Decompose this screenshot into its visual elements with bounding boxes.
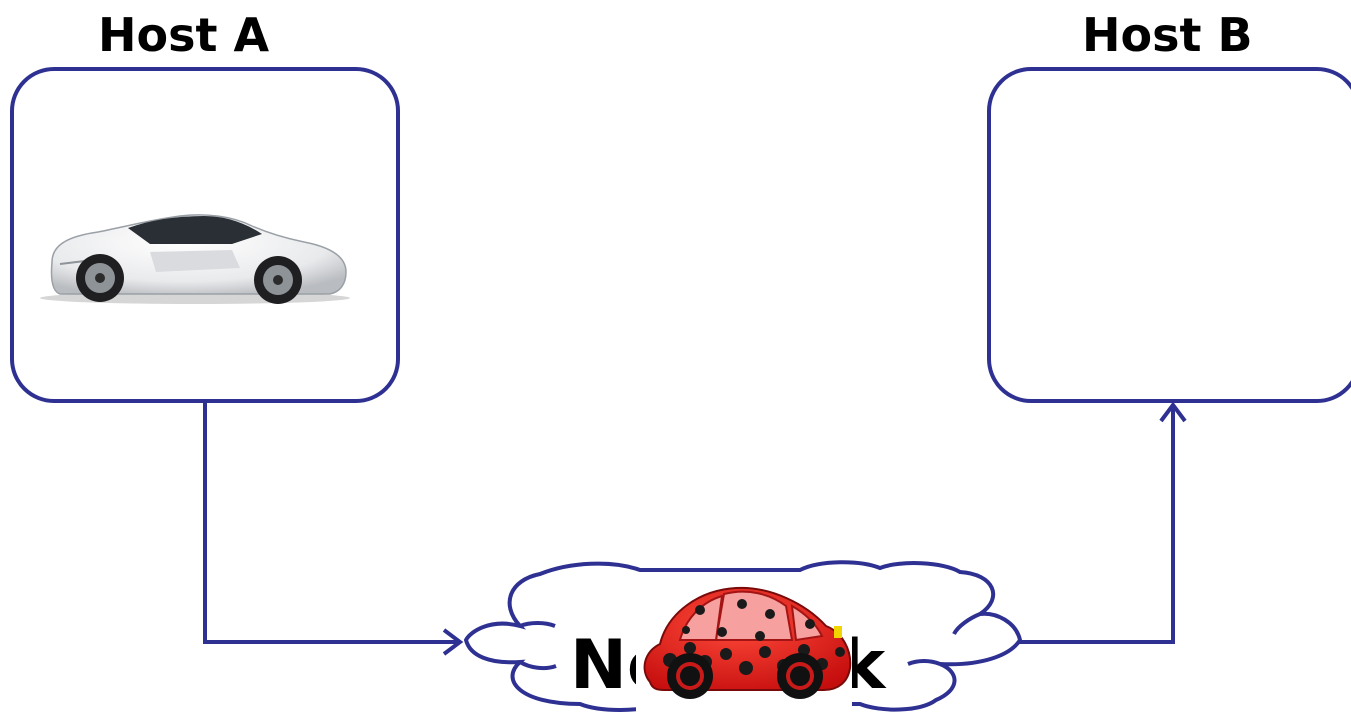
arrowhead-into-host-b	[1159, 401, 1187, 423]
ladybug-car-icon	[643, 586, 852, 699]
host-b-title: Host B	[1082, 8, 1253, 62]
arrowhead-into-network	[442, 628, 464, 656]
host-b-box	[987, 67, 1351, 403]
link-network-to-host-b	[1010, 405, 1175, 644]
host-a-title: Host A	[98, 8, 270, 62]
link-host-a-to-network	[203, 401, 460, 644]
sports-car-icon	[40, 214, 350, 304]
